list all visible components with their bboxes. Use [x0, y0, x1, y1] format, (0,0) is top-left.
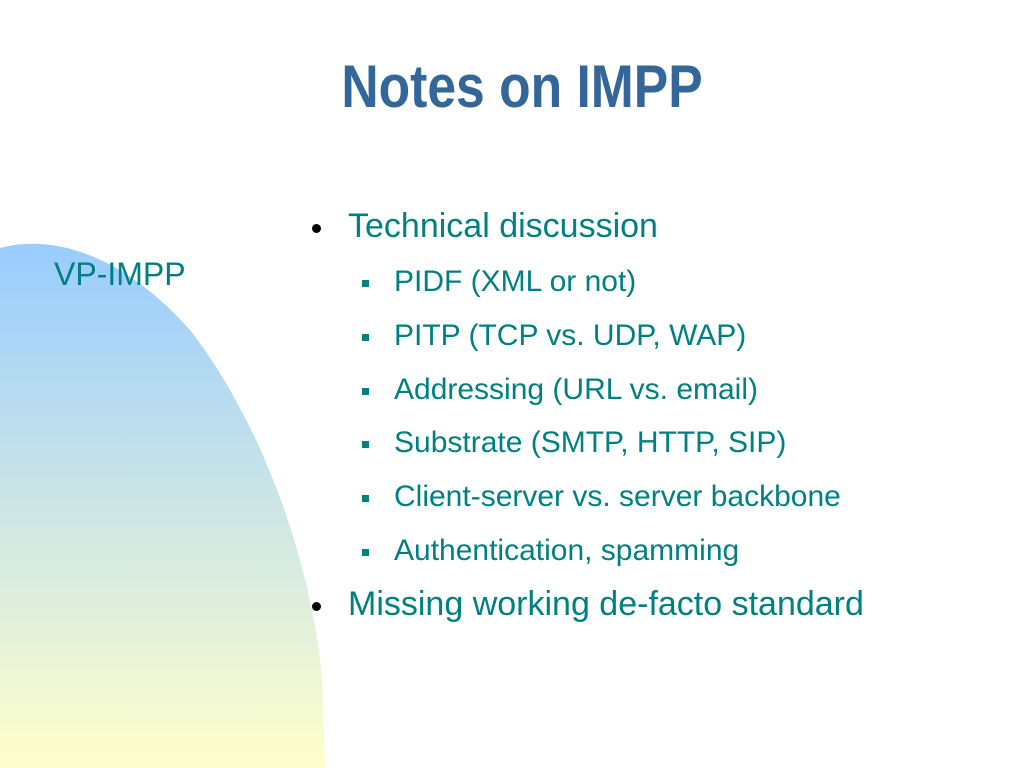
sub-bullet-square-icon [362, 441, 369, 448]
sub-bullet-item: Addressing (URL vs. email) [394, 373, 758, 406]
sub-bullet-square-icon [362, 549, 369, 556]
sub-bullet-square-icon [362, 334, 369, 341]
sub-bullet-item: Client-server vs. server backbone [394, 480, 841, 513]
bullet-dot-icon [312, 224, 321, 233]
sub-bullet-item: PIDF (XML or not) [394, 265, 637, 298]
slide-title: Notes on IMPP [341, 53, 703, 120]
bullet-item: Technical discussion [348, 207, 658, 245]
bullet-dot-icon [312, 602, 321, 611]
bullet-item: Missing working de-facto standard [348, 585, 864, 623]
sub-bullet-square-icon [362, 388, 369, 395]
sub-bullet-square-icon [362, 280, 369, 287]
sub-bullet-square-icon [362, 495, 369, 502]
sub-bullet-item: PITP (TCP vs. UDP, WAP) [394, 319, 747, 352]
side-label: VP-IMPP [54, 256, 186, 292]
sub-bullet-item: Substrate (SMTP, HTTP, SIP) [394, 426, 787, 459]
sub-bullet-item: Authentication, spamming [394, 534, 740, 567]
